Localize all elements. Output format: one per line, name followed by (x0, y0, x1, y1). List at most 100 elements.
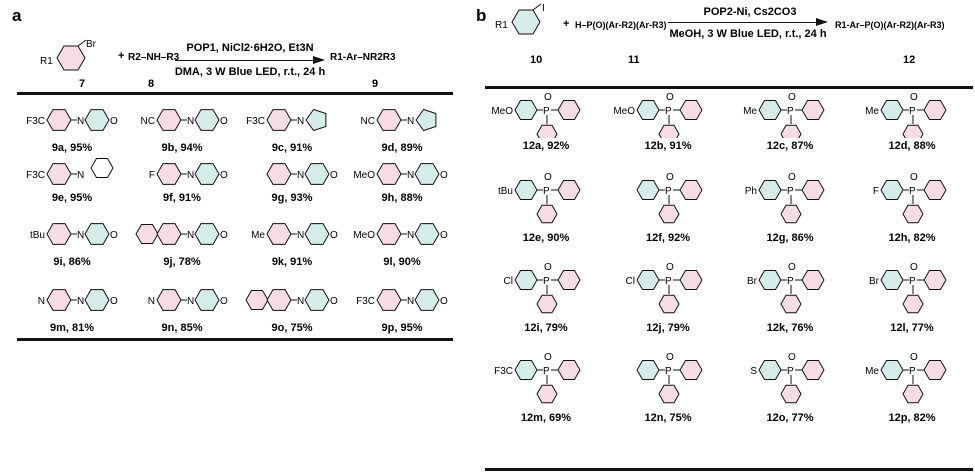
ring (757, 100, 782, 120)
compound-label: 12a, 92% (522, 140, 570, 152)
structure: F3C PO (494, 352, 581, 404)
svg-text:O: O (788, 352, 796, 363)
compound-label: 12f, 92% (645, 232, 691, 244)
svg-text:N: N (297, 116, 304, 127)
svg-text:P: P (665, 366, 672, 377)
ring (879, 270, 904, 290)
svg-text:O: O (788, 92, 796, 103)
ring (922, 180, 947, 200)
ring (779, 294, 802, 314)
svg-text:F: F (872, 186, 878, 197)
ring (376, 223, 402, 245)
ring (901, 204, 924, 224)
ring (556, 100, 581, 120)
svg-text:N: N (187, 230, 194, 241)
compound-label: 12d, 88% (888, 140, 936, 152)
conditions-bottom-b: MeOH, 3 W Blue LED, r.t., 24 h (669, 28, 827, 40)
compound-label: 12p, 82% (888, 412, 936, 424)
product-9: R1-Ar–NR2R3 (330, 52, 396, 63)
compound-label: 9e, 95% (51, 192, 93, 204)
svg-text:O: O (220, 230, 228, 241)
svg-text:O: O (666, 262, 674, 273)
svg-text:Me: Me (865, 106, 879, 117)
svg-text:N: N (77, 116, 84, 127)
svg-text:MeO: MeO (613, 106, 635, 117)
svg-text:F3C: F3C (494, 366, 513, 377)
structure: PO (635, 352, 703, 404)
svg-text:O: O (330, 170, 338, 181)
svg-text:N: N (297, 170, 304, 181)
bottom-rule-a (17, 338, 453, 341)
ring (678, 100, 703, 120)
ring (414, 289, 440, 311)
svg-text:O: O (544, 352, 552, 363)
svg-text:P: P (543, 366, 550, 377)
ring (757, 360, 782, 380)
ring (84, 109, 110, 131)
ring (194, 223, 220, 245)
svg-text:P: P (787, 276, 794, 287)
ring (266, 223, 292, 245)
svg-text:NC: NC (361, 116, 375, 127)
ring (635, 100, 660, 120)
svg-text:N: N (297, 230, 304, 241)
svg-text:P: P (543, 186, 550, 197)
compound-label: 9h, 88% (381, 192, 423, 204)
svg-text:P: P (665, 276, 672, 287)
compound-label: 12j, 79% (646, 322, 690, 334)
structure: Cl PO (625, 262, 703, 314)
ring (245, 290, 269, 310)
svg-text:P: P (909, 276, 916, 287)
compound-label: 9o, 75% (271, 322, 313, 334)
ring (535, 294, 558, 314)
compound-label: 12l, 77% (890, 322, 934, 334)
compound-label: 9p, 95% (381, 322, 423, 334)
svg-text:Cl: Cl (625, 276, 634, 287)
reaction-arrow-b (668, 18, 828, 26)
conditions-top-b: POP2-Ni, Cs2CO3 (703, 6, 797, 18)
compound-label: 9j, 78% (163, 256, 201, 268)
conditions-top: POP1, NiCl2·6H2O, Et3N (186, 42, 314, 54)
ring (879, 360, 904, 380)
svg-text:N: N (297, 296, 304, 307)
svg-text:O: O (220, 296, 228, 307)
ring (304, 163, 330, 185)
svg-text:P: P (543, 276, 550, 287)
svg-text:Ph: Ph (744, 186, 756, 197)
compound-label: 9a, 95% (51, 142, 93, 154)
svg-text:O: O (220, 116, 228, 127)
svg-text:N: N (77, 170, 84, 181)
ring (635, 270, 660, 290)
ring (46, 289, 72, 311)
ring (414, 163, 440, 185)
svg-text:tBu: tBu (497, 186, 512, 197)
svg-text:MeO: MeO (353, 230, 375, 241)
svg-text:N: N (77, 296, 84, 307)
svg-text:O: O (666, 92, 674, 103)
ring (156, 289, 182, 311)
svg-text:O: O (440, 296, 448, 307)
